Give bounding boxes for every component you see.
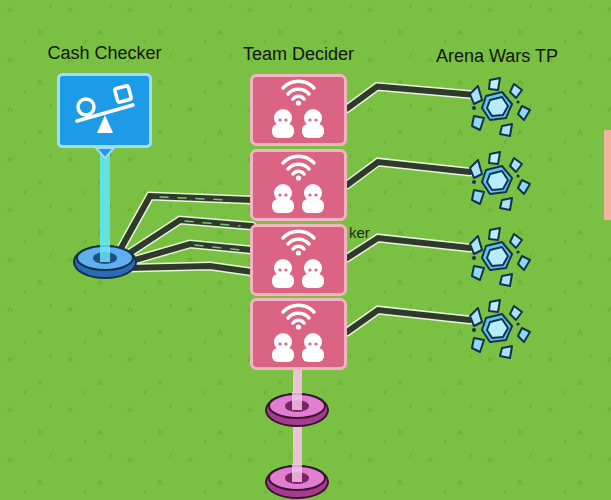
blue-pad <box>74 244 136 278</box>
teleporter-device <box>470 152 530 210</box>
device-icon <box>57 73 152 148</box>
pink-pad <box>266 464 328 498</box>
partial-label: ker <box>349 224 370 241</box>
team-decider-device: Team Decider <box>250 74 347 146</box>
cash-checker-device: Cash Checker <box>57 73 152 148</box>
device-icon <box>250 74 347 146</box>
edge-panel <box>604 130 611 220</box>
wire-outline <box>347 87 470 109</box>
teleporter-device <box>470 228 530 286</box>
teleporter-device <box>470 300 530 358</box>
team-decider-device <box>252 226 346 295</box>
device-name: Arena Wars TP <box>436 46 558 67</box>
link-beam <box>100 152 110 257</box>
device-name: Team Decider <box>243 44 354 65</box>
pink-pad <box>266 392 328 426</box>
teleporter-device: Arena Wars TP <box>462 76 532 138</box>
team-decider-device <box>252 151 346 220</box>
wire <box>347 87 470 109</box>
team-decider-device <box>252 300 346 369</box>
device-name: Cash Checker <box>47 43 161 64</box>
device-icon <box>462 76 532 138</box>
